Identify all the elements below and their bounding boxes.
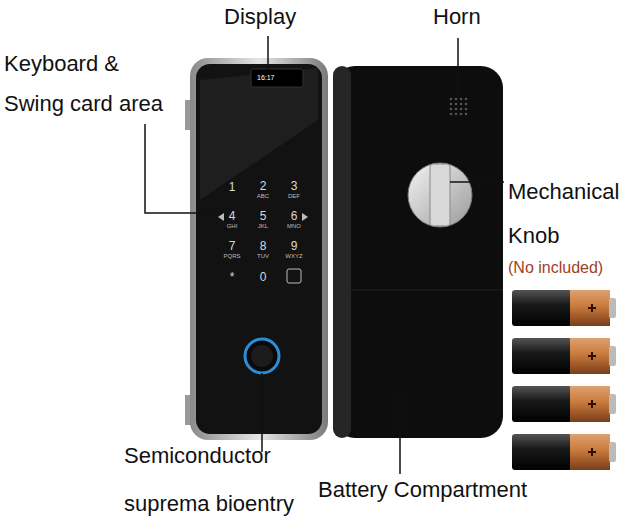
leader-lines (145, 36, 504, 474)
key-letters: ABC (257, 193, 269, 199)
part-label: Display (224, 4, 296, 30)
key-symbol: * (230, 271, 235, 283)
key-digit: 4 (229, 210, 236, 222)
key-digit: 1 (229, 181, 236, 193)
display-screen (251, 69, 303, 87)
part-label: Battery Compartment (318, 477, 527, 503)
seam (340, 290, 503, 291)
key-digit: 8 (260, 240, 267, 252)
arrow-icon (218, 213, 224, 221)
key-digit: 7 (229, 240, 236, 252)
bell-icon (287, 269, 301, 283)
key-letters: PQRS (223, 253, 240, 259)
knob-handle (430, 164, 450, 226)
key-digit: 3 (291, 180, 298, 192)
key-letters: TUV (257, 253, 269, 259)
fingerprint-pad (251, 345, 273, 367)
note-label: (No included) (508, 259, 603, 277)
key-letters: JKL (258, 223, 268, 229)
horn-grille (450, 98, 468, 116)
fingerprint-sensor (245, 339, 279, 373)
key-letters: MNO (287, 223, 301, 229)
part-label: Semiconductor suprema bioentry (124, 432, 314, 528)
key-letters: WXYZ (285, 253, 302, 259)
key-letters: GHI (227, 223, 238, 229)
batteries (512, 290, 616, 470)
key-digit: 0 (260, 271, 267, 283)
key-digit: 6 (291, 210, 298, 222)
part-label: Horn (433, 4, 481, 30)
screen-time: 16:17 (257, 74, 275, 81)
mechanical-knob (408, 163, 472, 227)
back-unit-edge (333, 66, 351, 438)
key-digit: 9 (291, 240, 298, 252)
part-label: Mechanical Knob (508, 170, 636, 258)
key-digit: 2 (260, 180, 267, 192)
front-panel-frame (190, 58, 328, 440)
back-unit (333, 66, 503, 438)
key-digit: 5 (260, 210, 267, 222)
front-panel (196, 64, 322, 434)
glass-sheen (200, 68, 318, 200)
part-label: Keyboard & Swing card area (4, 44, 169, 124)
arrow-icon (302, 213, 308, 221)
key-letters: DEF (288, 193, 300, 199)
